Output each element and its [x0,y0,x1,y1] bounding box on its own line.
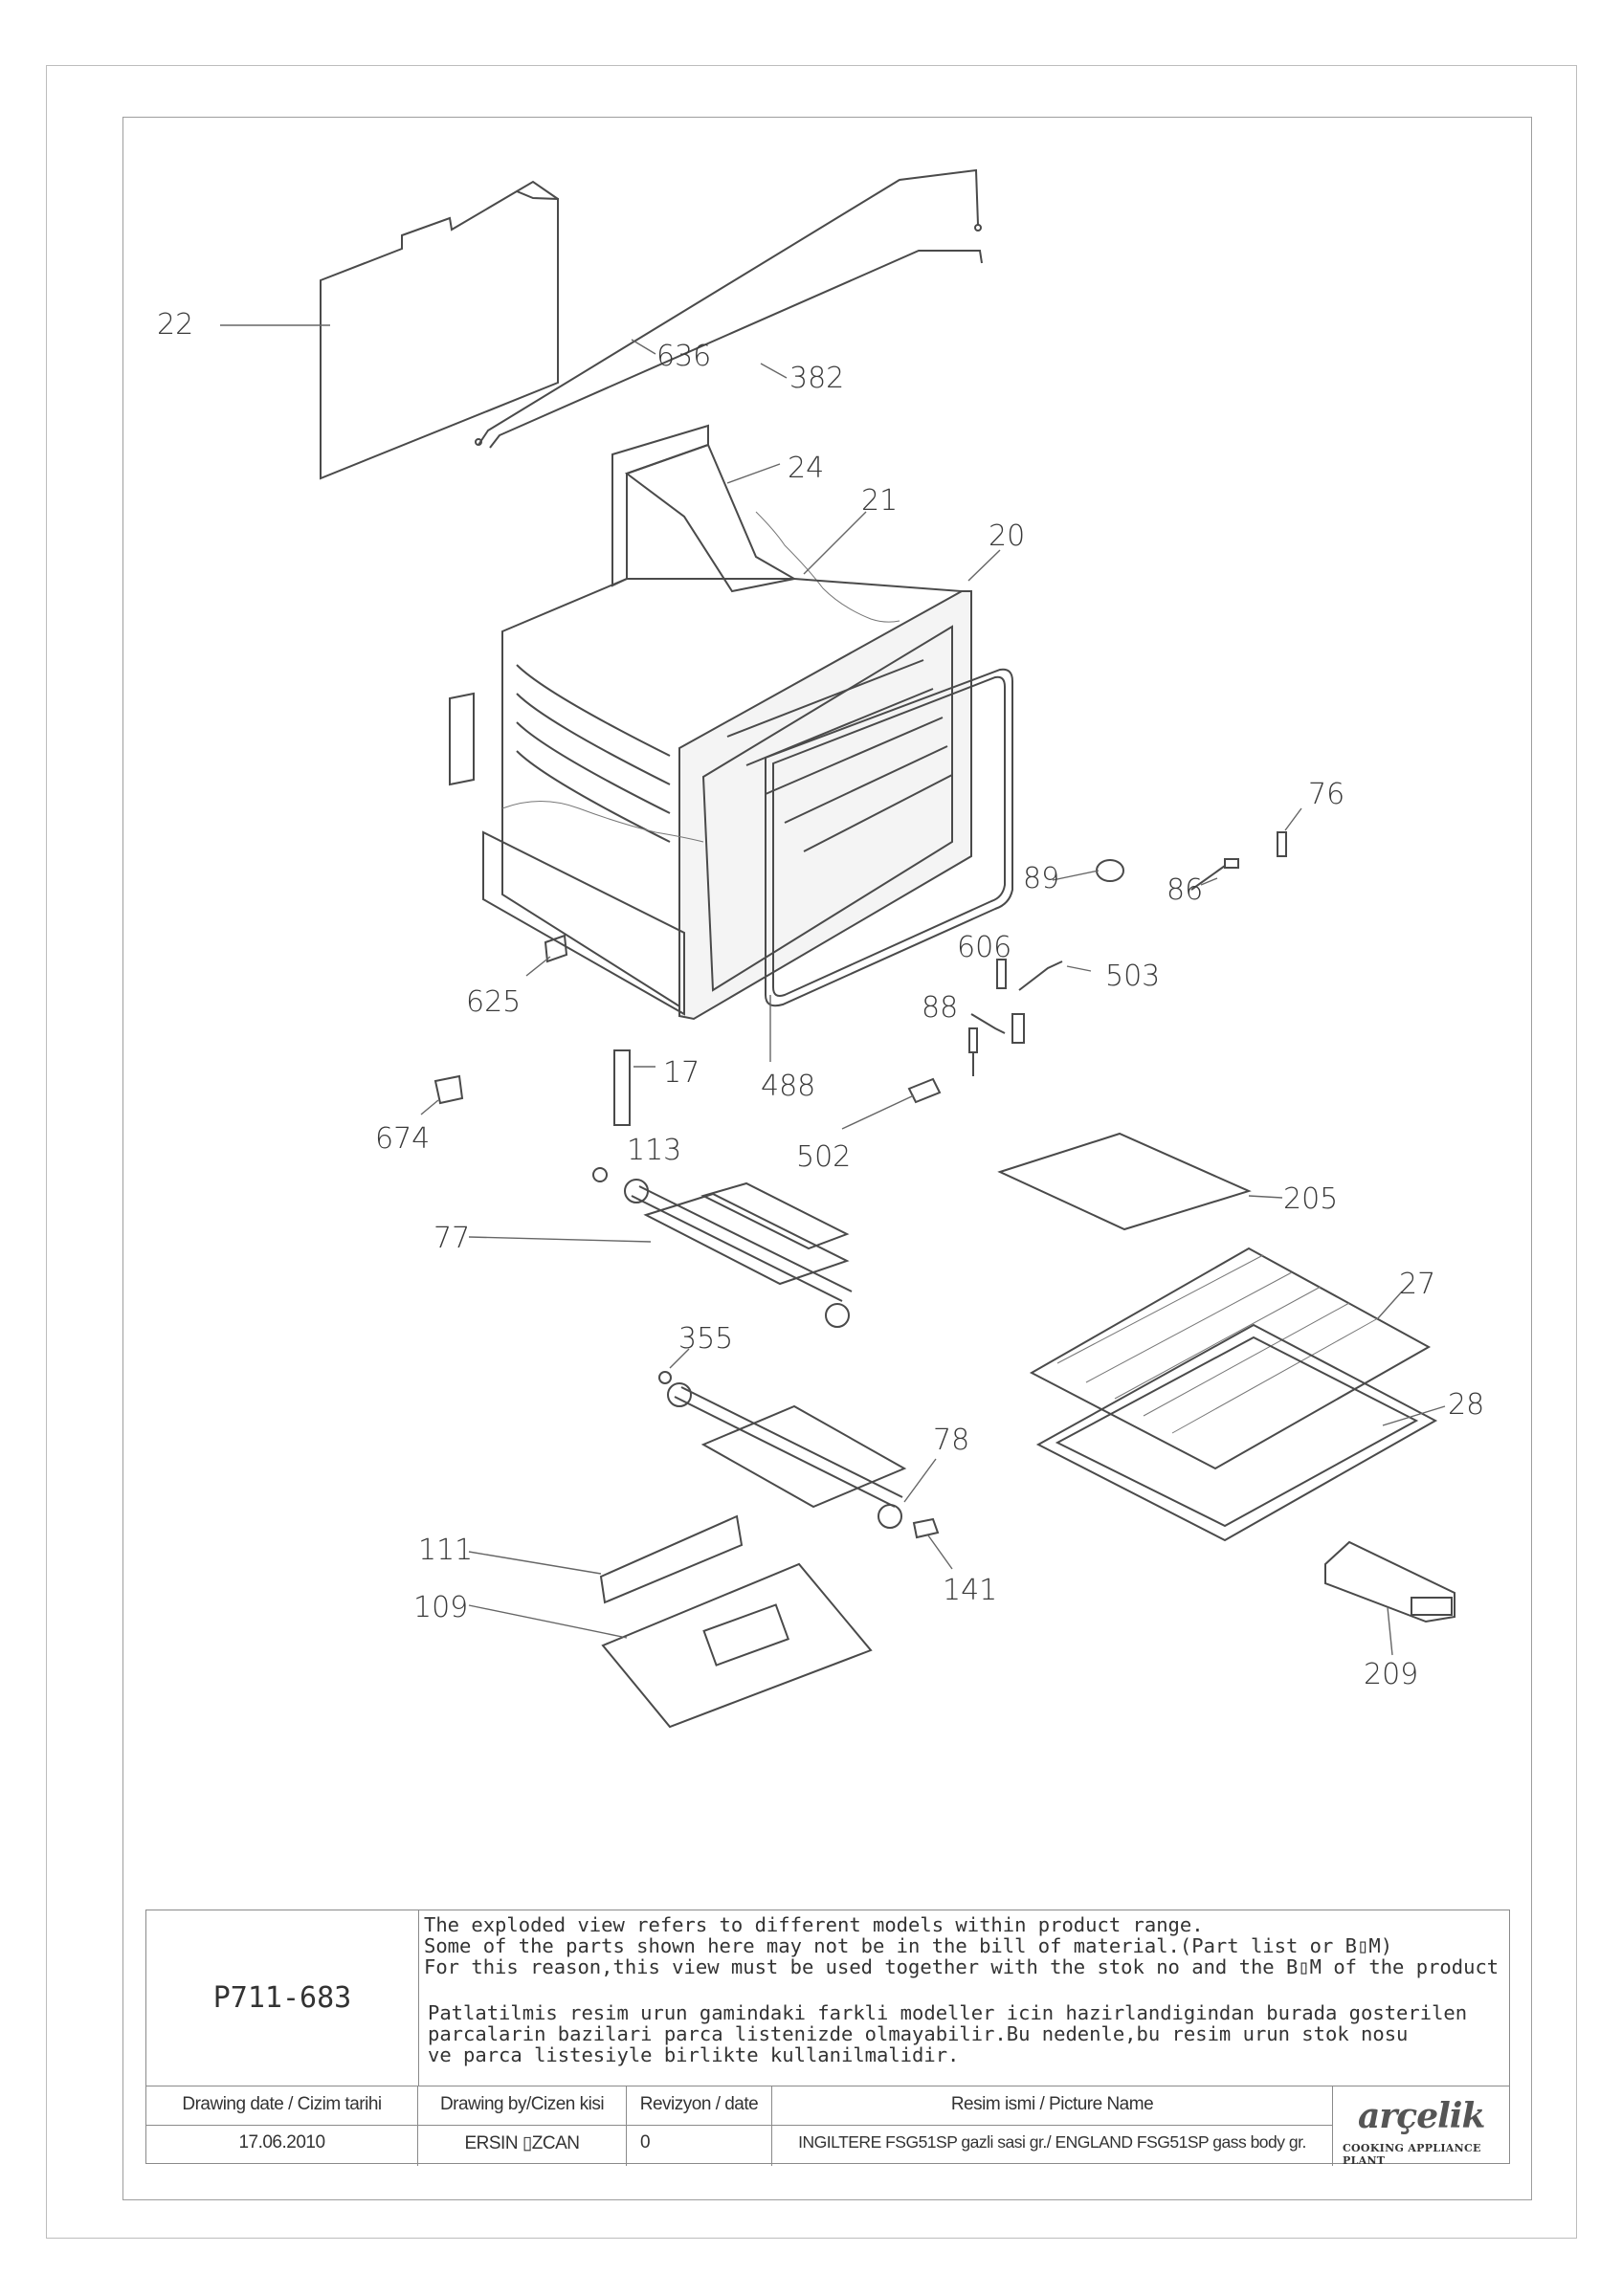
callout-labels: 22 636 382 24 21 20 76 89 86 606 503 88 … [157,308,1484,1691]
part-small-fittings [1052,807,1302,891]
callout-28: 28 [1448,1388,1484,1422]
callout-77: 77 [433,1222,470,1255]
date-cell: Drawing date / Cizim tarihi 17.06.2010 [146,2086,418,2166]
date-header: Drawing date / Cizim tarihi [182,2094,382,2114]
logo-cell: arçelik COOKING APPLIANCE PLANT [1331,2086,1509,2167]
part-top-bracket [611,424,900,623]
callout-88: 88 [922,991,958,1025]
note-en-line: Some of the parts shown here may not be … [424,1934,1393,1957]
callout-20: 20 [989,519,1025,553]
callout-17: 17 [663,1056,700,1090]
logo-subtitle: COOKING APPLIANCE PLANT [1343,2142,1481,2167]
callout-141: 141 [943,1574,997,1607]
part-oven-cavity [449,549,1001,1021]
note-turkish: Patlatilmis resim urun gamindaki farkli … [428,2002,1467,2065]
callout-606: 606 [957,931,1011,964]
notes: The exploded view refers to different mo… [418,1910,1509,2086]
callout-355: 355 [678,1322,733,1356]
part-back-panel [220,180,559,480]
callout-625: 625 [466,985,521,1019]
author-value: ERSIN ▯ZCAN [464,2133,580,2153]
callout-22: 22 [157,308,193,342]
author-header: Drawing by/Cizen kisi [439,2094,605,2114]
callout-21: 21 [861,484,898,518]
part-misc-clips [420,934,942,1182]
callout-674: 674 [375,1122,430,1156]
revision-value: 0 [640,2132,651,2152]
callout-76: 76 [1308,778,1344,811]
company-logo: arçelik [1358,2096,1485,2136]
note-tr-line: Patlatilmis resim urun gamindaki farkli … [428,2001,1468,2024]
callout-503: 503 [1105,960,1160,993]
author-cell: Drawing by/Cizen kisi ERSIN ▯ZCAN [418,2086,627,2166]
note-english: The exploded view refers to different mo… [424,1914,1499,1977]
picture-name-cell: Resim ismi / Picture Name INGILTERE FSG5… [772,2086,1333,2166]
callout-502: 502 [796,1140,851,1174]
callout-89: 89 [1023,862,1059,895]
part-door-seal [765,668,1013,1062]
part-oven-shelves [997,1132,1446,1542]
callout-113: 113 [627,1134,681,1167]
drawing-code: P711-683 [146,1910,419,2086]
callout-111: 111 [418,1534,473,1567]
callout-86: 86 [1167,873,1203,907]
note-tr-line: ve parca listesiyle birlikte kullanilmal… [428,2043,960,2066]
callout-24: 24 [788,452,824,485]
part-gas-pipes [475,168,983,449]
part-oven-burner [658,1348,953,1570]
picture-header: Resim ismi / Picture Name [950,2094,1154,2114]
callout-205: 205 [1283,1182,1338,1216]
part-grill-burner [468,1179,853,1328]
drawing-frame [122,117,1532,2200]
picture-value: INGILTERE FSG51SP gazli sasi gr./ ENGLAN… [798,2132,1306,2152]
callout-209: 209 [1364,1658,1418,1691]
note-en-line: The exploded view refers to different mo… [424,1913,1204,1936]
sheet-border [46,65,1577,2239]
callout-78: 78 [933,1424,969,1457]
part-thermocouples [968,959,1092,1076]
revision-header: Revizyon / date [639,2094,759,2114]
title-grid: Drawing date / Cizim tarihi 17.06.2010 D… [146,2086,1509,2167]
callout-382: 382 [789,362,844,395]
note-en-line: For this reason,this view must be used t… [424,1955,1500,1978]
note-tr-line: parcalarin bazilari parca listenizde olm… [428,2022,1409,2045]
callout-636: 636 [656,340,711,373]
date-value: 17.06.2010 [238,2132,325,2152]
title-block: P711-683 The exploded view refers to dif… [145,1910,1510,2167]
part-side-handle [1324,1540,1455,1656]
revision-cell: Revizyon / date 0 [627,2086,772,2166]
part-base-plate [468,1514,873,1729]
callout-27: 27 [1399,1268,1435,1301]
callout-488: 488 [761,1070,815,1103]
callout-109: 109 [413,1591,468,1624]
